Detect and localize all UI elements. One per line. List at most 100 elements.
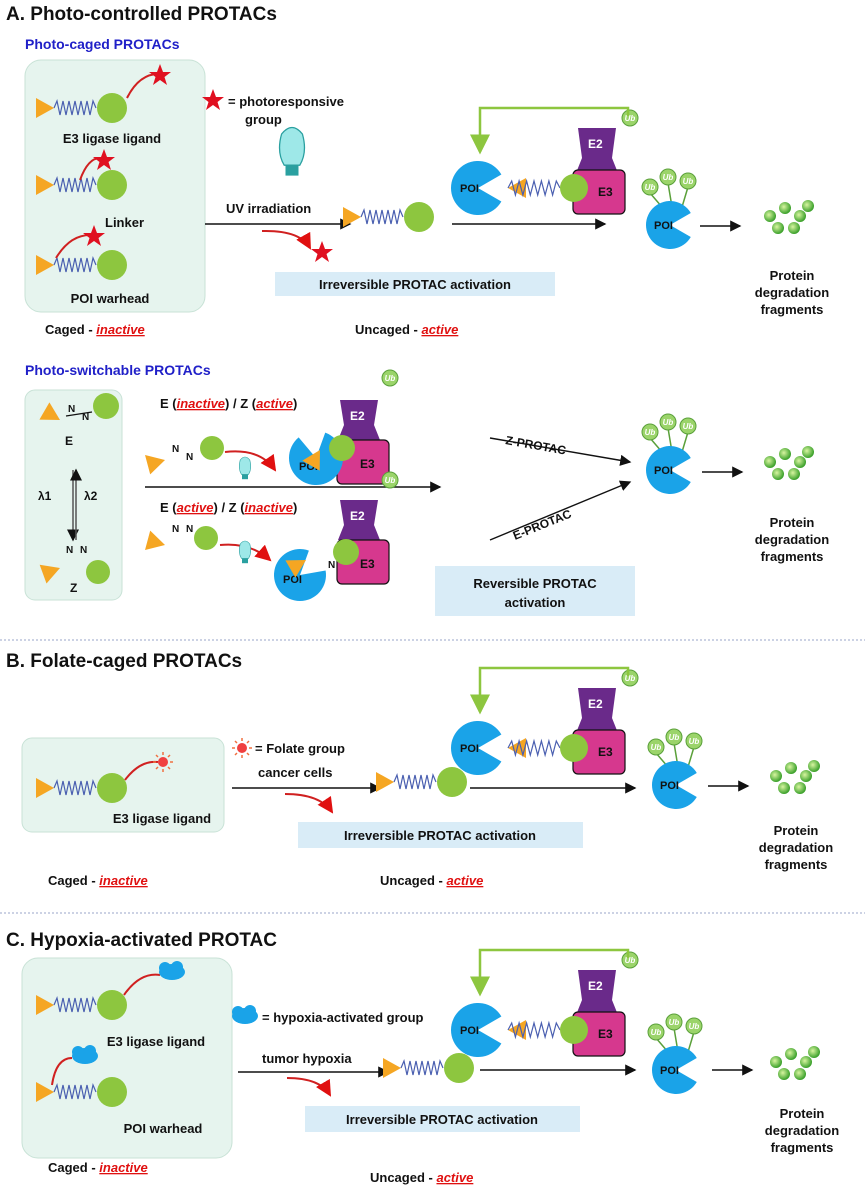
poi-warhead-icon (376, 772, 394, 792)
e2-icon (338, 400, 380, 440)
e3-ligand-icon (97, 990, 127, 1020)
ub-label: Ub (669, 733, 680, 742)
warhead-icon (145, 450, 168, 475)
switch-bottom-heading-part: inactive (245, 500, 293, 515)
n-label: N (66, 545, 73, 556)
linker-icon (507, 178, 561, 198)
e3-ligand-icon (333, 539, 359, 565)
z-protac-label: Z-PROTAC (504, 433, 567, 457)
fragments-switch (764, 446, 814, 480)
protein-label: Protein (770, 268, 815, 283)
protein-label: Protein (770, 515, 815, 530)
n-label: N (186, 524, 193, 535)
e3-ligand-icon (97, 250, 127, 280)
uncaged-active-label: Uncaged - active (370, 1170, 473, 1185)
caged-inactive-label: Caged - inactive (48, 873, 148, 888)
irreversible-activation-label: Irreversible PROTAC activation (344, 828, 536, 843)
fragment-icon (802, 446, 814, 458)
uncaged-protac (343, 202, 434, 232)
lambda1-label: λ1 (38, 489, 52, 503)
e3-ligand-icon (404, 202, 434, 232)
e3-ligand-icon (560, 734, 588, 762)
switch-top-heading-part: inactive (177, 396, 225, 411)
n-label: N (186, 452, 193, 463)
fragment-icon (779, 202, 791, 214)
switch-bottom-heading-part: E ( (160, 500, 177, 515)
e3-ligand-icon (444, 1053, 474, 1083)
poi-warhead-icon (383, 1058, 401, 1078)
folate-legend: = Folate group (255, 741, 345, 756)
poi-label: POI (660, 780, 679, 792)
e3-ligand-icon (86, 560, 110, 584)
fragment-icon (794, 1068, 806, 1080)
ub-label: Ub (663, 418, 674, 427)
fragment-icon (808, 760, 820, 772)
e2-label: E2 (588, 979, 603, 993)
e3-ligand-icon (437, 767, 467, 797)
n-label: N (172, 524, 179, 535)
n-label: N (328, 560, 335, 571)
ub-icon: Ub (665, 728, 683, 746)
poi-icon (652, 761, 697, 809)
poi-label: POI (460, 743, 479, 755)
legend-sun-icon (231, 737, 253, 759)
poi-label: POI (654, 465, 673, 477)
hypoxia-cloud-icon (72, 1045, 98, 1064)
ub-label: Ub (625, 674, 636, 683)
fragment-icon (770, 1056, 782, 1068)
ub-icon: Ub (621, 669, 639, 687)
ub-label: Ub (625, 956, 636, 965)
linker-icon (53, 176, 97, 193)
e3-label: E3 (360, 457, 375, 471)
n-label: N (172, 444, 179, 455)
e3-ligand-icon (200, 436, 224, 460)
switch-top-heading: E (inactive) / Z (active) (160, 396, 297, 411)
lambda2-label: λ2 (84, 489, 98, 503)
label-poi-warhead: POI warhead (124, 1121, 203, 1136)
fragment-icon (794, 782, 806, 794)
ubiquitin-transfer-arrow (470, 666, 630, 715)
uncaged-active-label-part: active (446, 873, 483, 888)
e3-ligand-icon (97, 170, 127, 200)
caged-inactive-label-part: Caged - (48, 873, 99, 888)
degradation-label: degradation (759, 840, 833, 855)
linker-icon (400, 1059, 444, 1076)
e3-ligand-icon (560, 174, 588, 202)
panel-a-title: A. Photo-controlled PROTACs (6, 4, 277, 25)
fragment-icon (764, 456, 776, 468)
e2-icon (576, 970, 618, 1015)
fragment-icon (808, 1046, 820, 1058)
n-label: N (80, 545, 87, 556)
uncaged-active-label-part: Uncaged - (370, 1170, 436, 1185)
label-poi-warhead: POI warhead (71, 291, 150, 306)
ub-label: Ub (689, 1022, 700, 1031)
ub-label: Ub (669, 1018, 680, 1027)
ub-label: Ub (625, 114, 636, 123)
caged-subtitle: Photo-caged PROTACs (25, 36, 180, 52)
poi-label: POI (283, 574, 302, 586)
ubiquitin-transfer-arrow (470, 948, 630, 997)
switch-bottom-heading: E (active) / Z (inactive) (160, 500, 297, 515)
uncaged-active-label-part: Uncaged - (355, 322, 421, 337)
folate-caged-protac (36, 773, 127, 803)
irreversible-label-box (275, 272, 555, 296)
ub-icon: Ub (641, 178, 659, 196)
fragment-icon (800, 770, 812, 782)
switch-top-heading-part: ) (293, 396, 297, 411)
ub-label: Ub (663, 173, 674, 182)
degradation-label: degradation (755, 532, 829, 547)
panel-b-title: B. Folate-caged PROTACs (6, 651, 242, 672)
n-label: N (68, 404, 75, 415)
uncaged-active-label-part: Uncaged - (380, 873, 446, 888)
caged-inactive-label-part: Caged - (48, 1160, 99, 1175)
hypoxia-caged-protac-2 (36, 1077, 127, 1107)
ubiquitin-transfer-arrow (470, 106, 630, 155)
e3-label: E3 (598, 185, 613, 199)
e3-ligand-icon (97, 773, 127, 803)
switchable-subtitle: Photo-switchable PROTACs (25, 362, 211, 378)
cancer-cells-label: cancer cells (258, 765, 332, 780)
